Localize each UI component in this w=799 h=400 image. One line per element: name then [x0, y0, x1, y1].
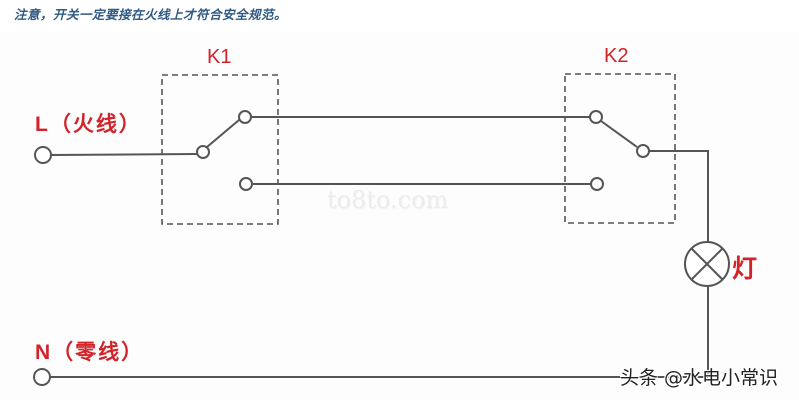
switch-k1-pivot	[196, 145, 210, 159]
switch-k2-blade	[600, 120, 638, 148]
switch-k1-lower-contact	[239, 177, 253, 191]
switch-k2-upper-contact	[589, 110, 603, 124]
live-terminal	[34, 146, 52, 164]
safety-note: 注意，开关一定要接在火线上才符合安全规范。	[14, 7, 288, 22]
switch-k2-label: K2	[604, 45, 629, 67]
watermark: to8to.com	[327, 186, 449, 214]
switch-k2-lower-contact	[590, 177, 604, 191]
live-wire	[50, 153, 198, 156]
switch-k2-box	[564, 73, 676, 224]
lamp-feed-wire	[649, 150, 709, 242]
diagram-background	[0, 32, 799, 400]
switch-k1-upper-contact	[238, 110, 252, 124]
switch-k1-blade	[206, 119, 240, 148]
switch-k1-label: K1	[207, 46, 232, 68]
neutral-wire-label: N（零线）	[35, 341, 145, 364]
switch-k2-pivot	[636, 144, 650, 158]
switch-k1-box	[161, 74, 279, 225]
source-credit: 头条 @水电小常识	[620, 367, 779, 389]
lamp-label: 灯	[732, 255, 758, 283]
neutral-terminal	[33, 368, 51, 386]
lamp-icon	[684, 241, 730, 287]
live-wire-label: L（火线）	[35, 113, 142, 136]
